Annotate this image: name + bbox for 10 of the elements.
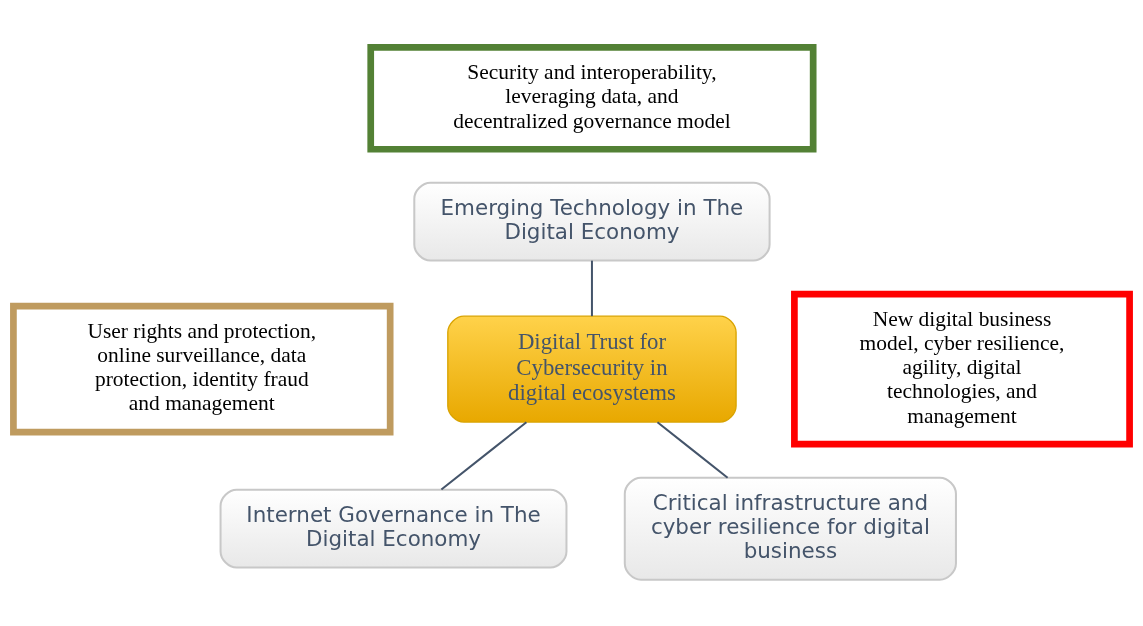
node-box: Digital Trust for Cybersecurity in digital ecosystems (447, 315, 737, 423)
node-box: Critical infrastructure and cyber resilience for digital business (623, 476, 957, 581)
node-box: Internet Governance in The Digital Economy (219, 488, 568, 569)
node-box: Security and interoperability, leveraging data, and decentralized governance model (367, 43, 817, 153)
node-box: New digital business model, cyber resilience, agility, digital technologies, and management (791, 290, 1133, 448)
node-box: User rights and protection, online surveillance, data protection, identity fraud and management (10, 302, 394, 435)
connector (656, 421, 729, 479)
connector (590, 260, 593, 316)
connector (440, 421, 528, 490)
node-box: Emerging Technology in The Digital Economy (413, 181, 771, 262)
